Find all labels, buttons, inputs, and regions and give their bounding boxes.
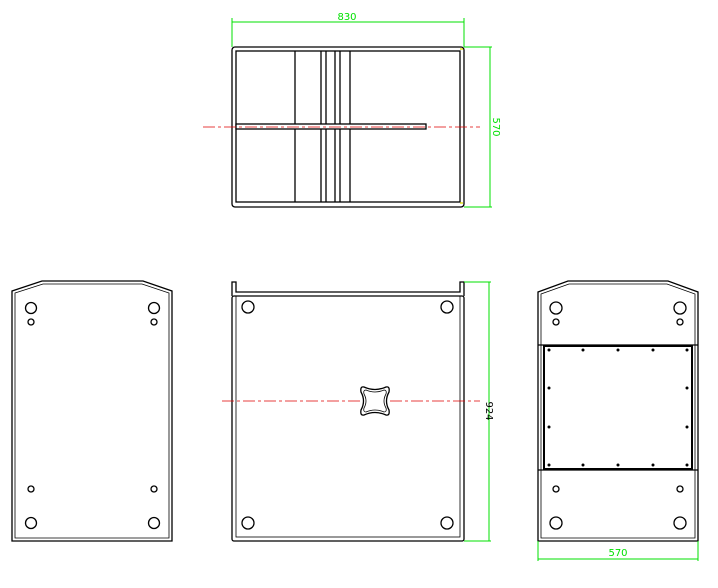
dimension-label-570-side: 570 [608, 548, 627, 559]
screw-dot [685, 463, 689, 467]
front-view [222, 281, 480, 542]
screw-dot [547, 463, 551, 467]
small-hole [552, 318, 560, 326]
dimension-top-depth [464, 46, 492, 208]
screw-dot [581, 348, 585, 352]
screw-dot [685, 348, 689, 352]
screw-dot [651, 348, 655, 352]
dimension-label-570-top: 570 [490, 117, 501, 136]
mount-hole [147, 516, 161, 530]
mount-hole [147, 301, 161, 315]
screw-dot [547, 425, 551, 429]
front-outer-outline [231, 295, 465, 542]
mount-hole [673, 516, 687, 530]
screw-dot [651, 463, 655, 467]
handle-icon [360, 386, 390, 416]
screw-dot [685, 425, 689, 429]
left-outer-outline [11, 280, 173, 542]
front-inner-outline [235, 295, 461, 538]
small-hole [552, 485, 560, 493]
top-view [203, 46, 480, 208]
panel-screws [547, 348, 689, 467]
rear-panel [543, 345, 693, 470]
mount-hole [440, 300, 454, 314]
screw-dot [616, 348, 620, 352]
rear-view [537, 280, 699, 542]
small-hole [150, 485, 158, 493]
screw-dot [685, 386, 689, 390]
mount-hole [24, 301, 38, 315]
rear-outer-outline [537, 280, 699, 542]
mount-hole [241, 300, 255, 314]
top-slot [235, 123, 427, 130]
small-hole [150, 318, 158, 326]
left-inner-outline [14, 283, 170, 539]
screw-dot [547, 386, 551, 390]
mount-hole [673, 301, 687, 315]
screw-dot [547, 348, 551, 352]
dimension-top-width [231, 18, 465, 47]
dimension-front-height [464, 281, 491, 542]
handle-inner [363, 389, 387, 413]
front-top-lip [231, 281, 465, 296]
small-hole [676, 318, 684, 326]
small-hole [27, 318, 35, 326]
mount-hole [549, 516, 563, 530]
mount-hole [440, 516, 454, 530]
dimension-side-depth [537, 541, 699, 561]
rear-inner-outline [540, 283, 696, 539]
screw-dot [581, 463, 585, 467]
small-hole [676, 485, 684, 493]
dimension-label-830: 830 [337, 12, 356, 23]
left-side-view [11, 280, 173, 542]
screw-dot [616, 463, 620, 467]
small-hole [27, 485, 35, 493]
mount-hole [549, 301, 563, 315]
mount-hole [241, 516, 255, 530]
mount-hole [24, 516, 38, 530]
dimension-label-924: 924 [483, 401, 494, 420]
